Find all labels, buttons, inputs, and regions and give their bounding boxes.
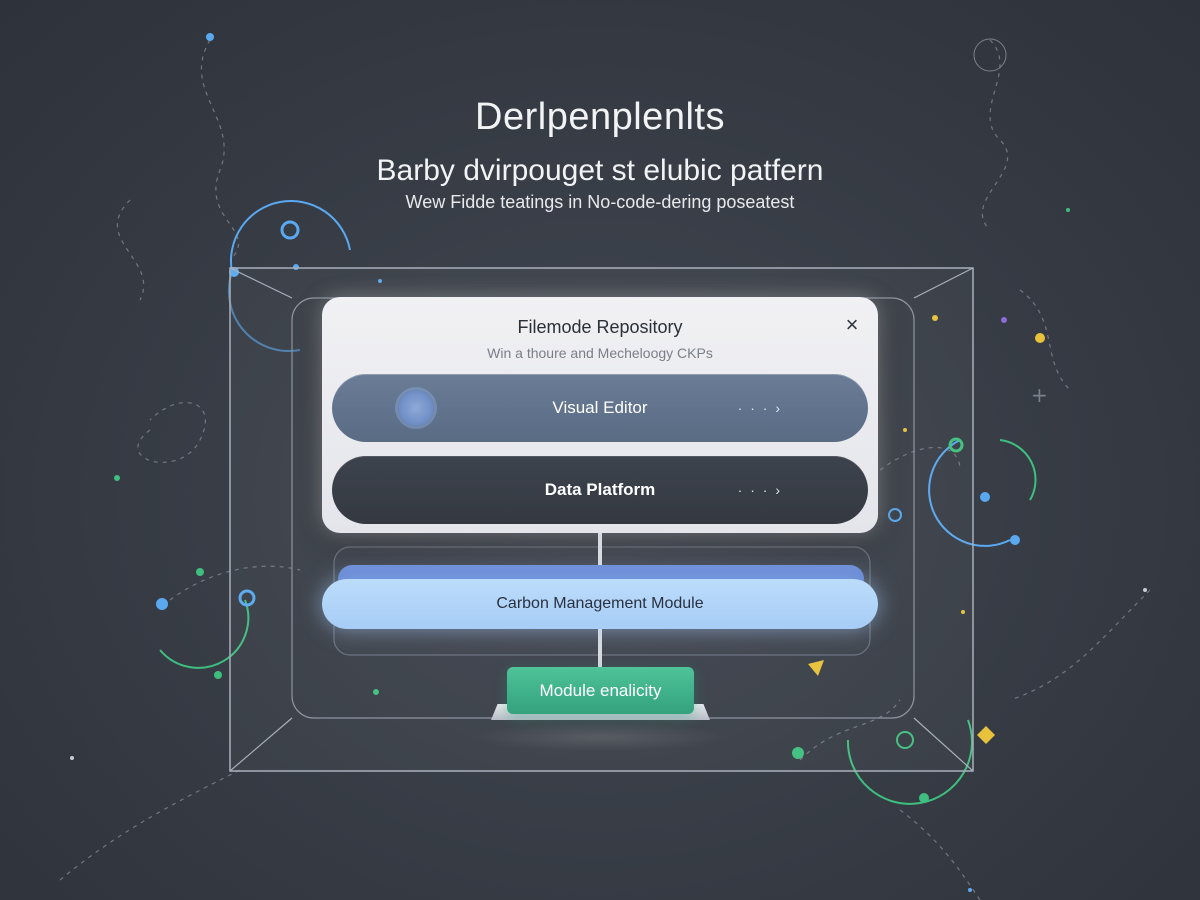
data-platform-option[interactable]: Data Platform · · · › <box>332 456 868 524</box>
particle <box>206 33 214 41</box>
close-icon[interactable]: × <box>845 312 859 337</box>
particle <box>1010 535 1020 545</box>
particle <box>1066 208 1070 212</box>
particle <box>961 610 965 614</box>
dashed-trail <box>116 199 145 301</box>
ring <box>888 508 902 522</box>
toggle-dot-icon <box>398 390 434 426</box>
hero-title: Derlpenplenlts <box>475 96 725 138</box>
particle <box>932 315 938 321</box>
particle <box>919 793 929 803</box>
particle <box>373 689 379 695</box>
module-button[interactable]: Module enalicity <box>507 667 694 714</box>
dashed-trail <box>169 565 301 601</box>
ring <box>896 731 914 749</box>
repository-modal: Filemode Repository Win a thoure and Mec… <box>322 297 878 533</box>
ring <box>238 589 256 607</box>
data-platform-label: Data Platform <box>544 480 656 499</box>
modal-title: Filemode Repository <box>517 317 683 337</box>
particle <box>980 492 990 502</box>
carbon-management-module[interactable]: Carbon Management Module <box>322 579 878 629</box>
diamond-marker <box>977 726 995 744</box>
triangle-marker <box>808 660 824 676</box>
particle <box>792 747 804 759</box>
plus-marker: + <box>1031 383 1048 407</box>
chevron-right-icon: · · · › <box>737 400 782 416</box>
particle <box>1001 317 1007 323</box>
particle <box>1143 588 1147 592</box>
hero-tagline: Wew Fidde teatings in No-code-dering pos… <box>405 192 795 212</box>
dashed-trail <box>1009 589 1151 701</box>
particle <box>214 671 222 679</box>
ring <box>948 437 964 453</box>
modal-subtitle: Win a thoure and Mecheloogy CKPs <box>487 345 713 361</box>
chevron-right-icon: · · · › <box>737 482 782 498</box>
particle <box>196 568 204 576</box>
particle <box>156 598 168 610</box>
particle <box>1035 333 1045 343</box>
particle <box>114 475 120 481</box>
pedestal-reflection <box>470 722 730 752</box>
ring <box>973 38 1007 72</box>
particle <box>968 888 972 892</box>
connector-stem <box>598 533 602 567</box>
ring <box>280 220 300 240</box>
particle <box>378 279 382 283</box>
dashed-trail <box>137 402 206 463</box>
dashed-trail <box>59 769 241 881</box>
ring-arc <box>928 439 1011 547</box>
ring-arc <box>159 599 250 669</box>
visual-editor-label: Visual Editor <box>552 398 648 417</box>
visual-editor-option[interactable]: Visual Editor · · · › <box>332 374 868 442</box>
ring-arc <box>230 200 351 273</box>
hero-subtitle: Barby dvirpouget st elubic patfern <box>376 154 824 187</box>
ring-arc <box>999 439 1037 501</box>
ring-arc <box>227 271 301 353</box>
dashed-trail <box>1019 289 1071 391</box>
particle <box>903 428 907 432</box>
connector-stem <box>598 629 602 667</box>
particle <box>70 756 74 760</box>
particle <box>229 267 239 277</box>
dashed-trail <box>899 809 981 900</box>
